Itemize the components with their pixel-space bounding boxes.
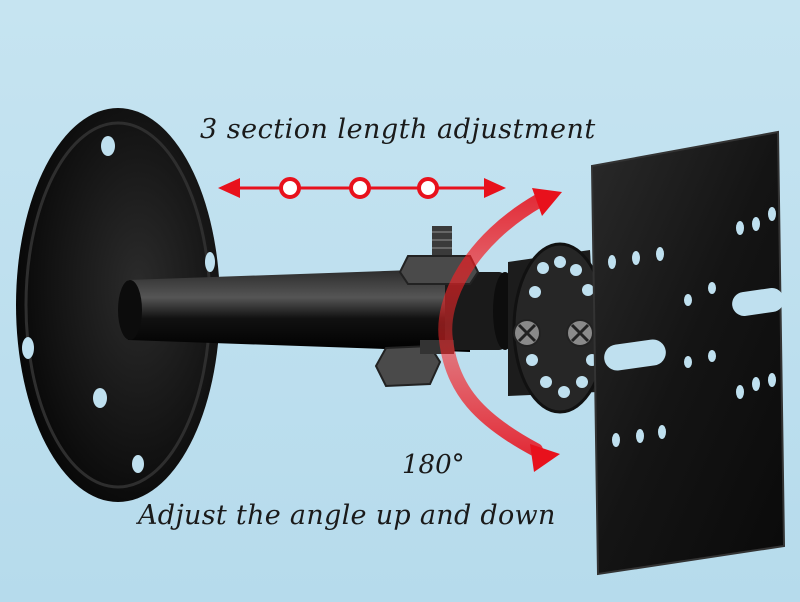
length-marker	[417, 177, 439, 199]
mount-hole	[205, 252, 215, 272]
length-marker	[349, 177, 371, 199]
length-marker	[279, 177, 301, 199]
arrow-up-icon	[532, 188, 562, 216]
length-adjustment-caption: 3 section length adjustment	[200, 114, 596, 145]
length-adjustment-arrow	[218, 177, 506, 199]
mount-hole	[93, 388, 107, 408]
arrow-left-icon	[218, 178, 240, 198]
plate-slot	[732, 288, 784, 316]
rotation-arc	[438, 188, 562, 472]
speaker-plate	[590, 130, 786, 576]
angle-adjustment-caption: Adjust the angle up and down	[138, 500, 556, 531]
arrow-right-icon	[484, 178, 506, 198]
swivel-bracket	[508, 242, 608, 414]
mount-hole	[22, 337, 34, 359]
mount-hole	[132, 455, 144, 473]
plate-slot	[604, 339, 666, 371]
arrow-down-icon	[530, 444, 560, 472]
rotation-degrees-label: 180°	[402, 450, 465, 480]
mount-hole	[101, 136, 115, 156]
